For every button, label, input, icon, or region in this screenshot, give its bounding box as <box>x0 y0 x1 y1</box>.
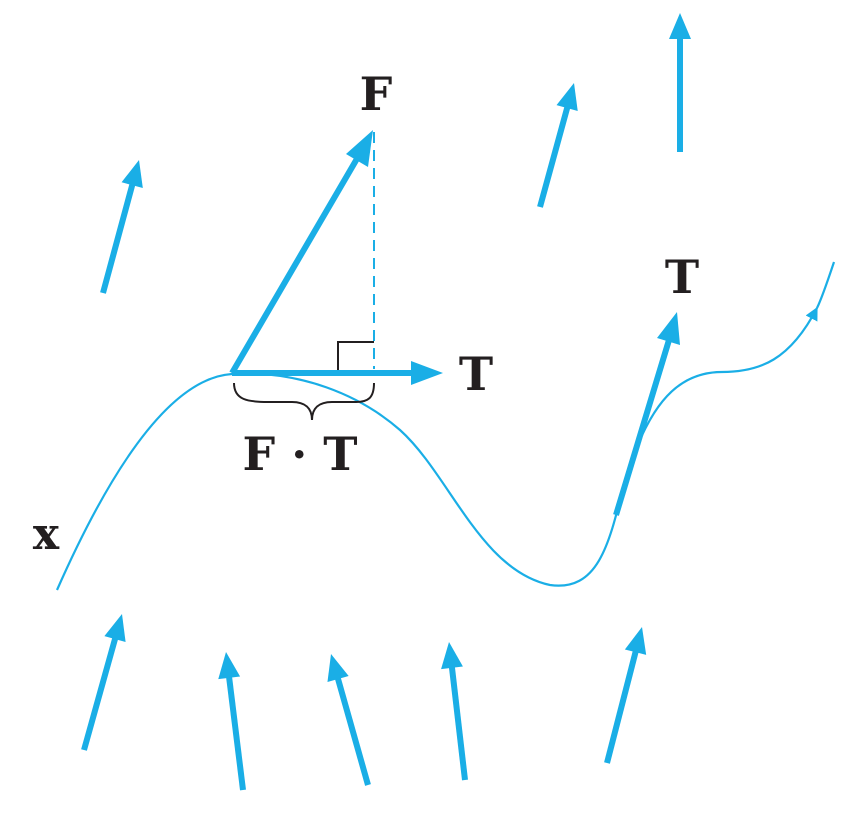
field-arrow <box>81 614 126 751</box>
curve-x-tail <box>816 261 836 309</box>
field-arrow <box>537 83 578 208</box>
tangent-main-label: T <box>459 347 493 401</box>
force-label: F <box>360 67 393 121</box>
field-arrow <box>604 627 647 764</box>
field-arrow <box>327 654 371 786</box>
field-arrow <box>218 652 246 791</box>
tangent-vector-right <box>613 312 680 516</box>
tangent-right-label: T <box>665 250 699 304</box>
projection-label: F · T <box>243 427 358 481</box>
tangent-vector-main <box>232 361 443 385</box>
field-arrow <box>100 160 143 294</box>
field-arrow <box>441 642 468 781</box>
curve-x <box>55 306 818 591</box>
vector-field-arrows <box>81 13 691 791</box>
curve-label: x <box>33 509 60 560</box>
force-vector <box>229 130 373 375</box>
field-arrow <box>669 13 691 152</box>
right-angle-marker <box>337 341 374 370</box>
projection-brace <box>233 382 375 421</box>
